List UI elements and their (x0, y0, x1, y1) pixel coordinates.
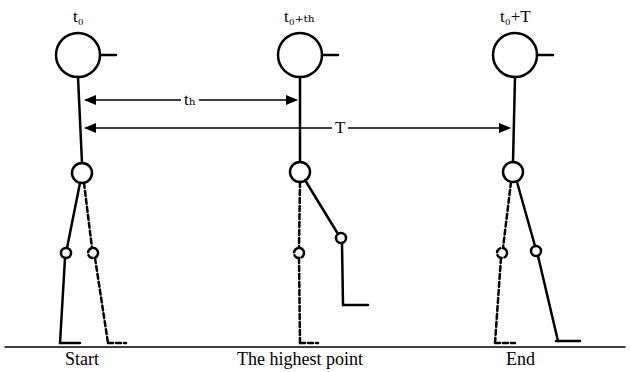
solid-foot (60, 342, 80, 345)
solid-thigh (67, 183, 80, 248)
time-label: t₀ (73, 8, 84, 27)
solid-thigh (305, 180, 338, 234)
solid-shank (342, 243, 343, 305)
knee-joint (531, 246, 541, 256)
hip-joint (72, 163, 92, 183)
dashed-leg (495, 182, 515, 343)
solid-shank (60, 258, 65, 343)
trunk (78, 77, 82, 163)
phase-caption: End (506, 350, 535, 370)
hip-joint (290, 162, 310, 182)
solid-thigh (517, 182, 535, 246)
highest-figure (278, 33, 368, 343)
end-figure (493, 33, 580, 343)
time-label: t₀₊ₜₕ (284, 8, 315, 27)
nose-tick (100, 54, 116, 57)
nose-tick (322, 54, 338, 57)
head (278, 33, 322, 77)
time-label: t₀+T (500, 8, 531, 27)
dashed-leg (84, 183, 126, 343)
trunk (513, 77, 515, 162)
knee-joint (61, 248, 71, 258)
head (56, 33, 100, 77)
solid-shank (538, 256, 558, 341)
dimension-label: T (332, 119, 348, 138)
knee-joint (336, 233, 346, 243)
start-figure (56, 33, 126, 343)
nose-tick (537, 54, 553, 57)
phase-caption: Start (65, 350, 99, 370)
dimension-label: tₕ (181, 91, 199, 110)
dashed-leg (294, 182, 318, 343)
phase-caption: The highest point (237, 350, 363, 370)
head (493, 33, 537, 77)
solid-foot (556, 340, 580, 343)
ground-line (5, 346, 625, 348)
trunk (299, 77, 302, 162)
solid-foot (343, 304, 368, 307)
t-dimension-arrow (84, 123, 511, 133)
hip-joint (503, 162, 523, 182)
